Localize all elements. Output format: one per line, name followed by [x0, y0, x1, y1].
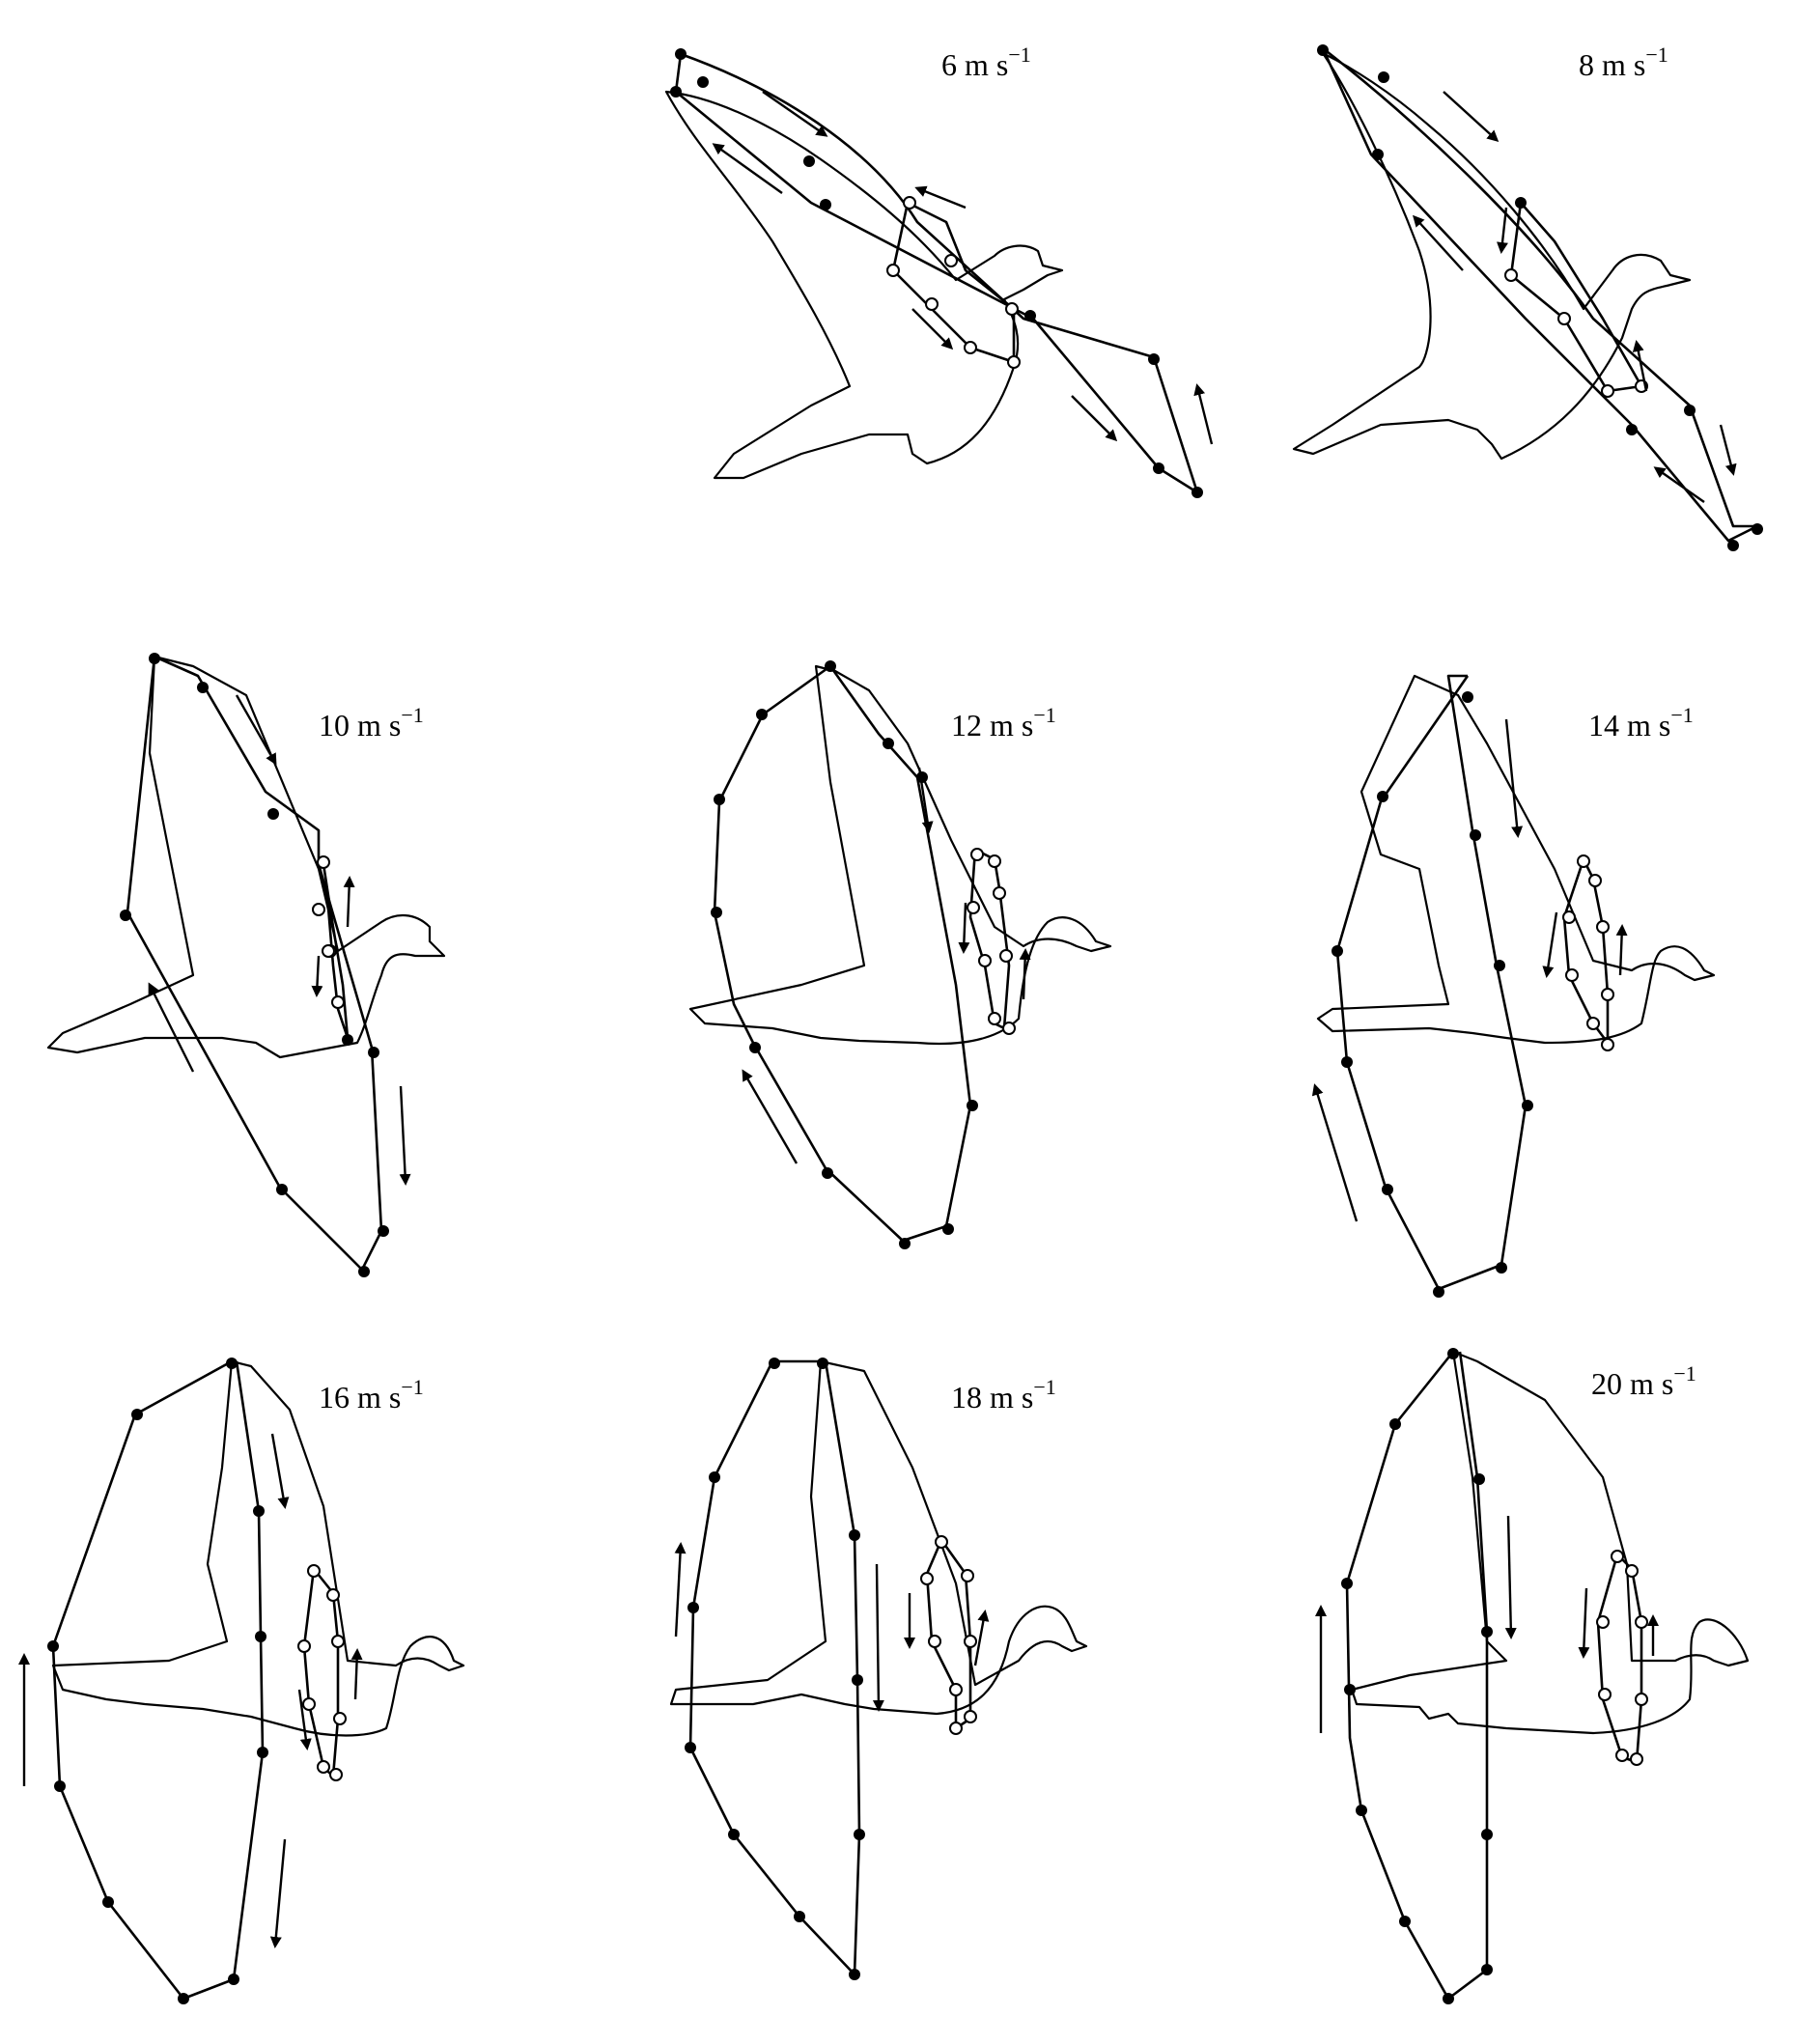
- panel-label-20ms: 20 m s−1: [1591, 1361, 1696, 1401]
- arrow-8ms-f: [1653, 466, 1705, 503]
- arrow-6ms-e: [1071, 395, 1118, 442]
- tip-markers-18ms: [685, 1358, 865, 1980]
- tip-markers-20ms: [1341, 1348, 1493, 2004]
- trajectory-wrist-6ms: [891, 201, 1016, 364]
- wrist-markers-16ms: [297, 1564, 347, 1781]
- trajectory-wrist-8ms: [1509, 202, 1643, 393]
- tip-markers-6ms: [670, 48, 1203, 498]
- panel-20ms: 20 m s−1: [1315, 1348, 1750, 2004]
- arrow-14ms-a: [1504, 718, 1524, 838]
- panel-label-6ms: 6 m s−1: [941, 42, 1031, 82]
- arrow-8ms-c: [1497, 207, 1508, 254]
- arrow-8ms-e: [1719, 424, 1737, 476]
- bird-outline-8ms: [1292, 51, 1692, 461]
- trajectory-wrist-10ms: [317, 863, 350, 1040]
- panel-label-18ms: 18 m s−1: [951, 1375, 1056, 1414]
- trajectory-wrist-18ms: [925, 1539, 972, 1730]
- arrow-12ms-d: [742, 1069, 799, 1164]
- panel-10ms: 10 m s−1: [46, 653, 446, 1277]
- trajectory-tip-18ms: [688, 1359, 861, 1976]
- arrow-16ms-a: [270, 1433, 290, 1509]
- arrow-6ms-b: [712, 143, 783, 194]
- tip-markers-10ms: [120, 653, 389, 1277]
- trajectory-tip-6ms: [674, 52, 1199, 494]
- arrow-10ms-e: [399, 1085, 411, 1186]
- arrow-10ms-a: [235, 694, 277, 766]
- tip-markers-14ms: [1331, 691, 1533, 1298]
- arrow-16ms-b: [350, 1648, 363, 1700]
- trajectory-tip-14ms: [1335, 674, 1528, 1291]
- arrow-6ms-c: [914, 185, 967, 210]
- bird-outline-10ms: [46, 655, 446, 1059]
- trajectory-tip-10ms: [126, 655, 383, 1272]
- wrist-markers-20ms: [1596, 1550, 1648, 1766]
- arrow-12ms-c: [1019, 948, 1031, 1000]
- wrist-markers-6ms: [886, 196, 1021, 369]
- bird-outline-14ms: [1316, 674, 1716, 1045]
- arrow-8ms-b: [1412, 214, 1464, 271]
- wrist-markers-12ms: [967, 848, 1016, 1035]
- arrow-20ms-b: [1504, 1515, 1517, 1639]
- arrow-8ms-a: [1443, 91, 1500, 143]
- bird-outline-18ms: [669, 1359, 1088, 1716]
- panel-16ms: 16 m s−1: [18, 1358, 465, 2004]
- arrow-10ms-b: [343, 876, 355, 928]
- arrow-14ms-c: [1615, 924, 1628, 976]
- panel-label-10ms: 10 m s−1: [319, 703, 424, 742]
- wrist-markers-14ms: [1562, 854, 1614, 1051]
- tip-markers-8ms: [1317, 44, 1763, 551]
- wrist-markers-10ms: [312, 855, 345, 1009]
- arrow-12ms-a: [917, 767, 934, 833]
- arrow-16ms-e: [269, 1838, 287, 1948]
- arrow-10ms-d: [148, 982, 195, 1073]
- bird-outline-16ms: [51, 1359, 465, 1737]
- panel-label-14ms: 14 m s−1: [1588, 703, 1694, 742]
- trajectory-wrist-12ms: [968, 848, 1011, 1030]
- arrow-14ms-d: [1311, 1083, 1359, 1222]
- tip-markers-12ms: [711, 660, 978, 1249]
- arrow-18ms-a: [674, 1542, 687, 1638]
- arrow-12ms-b: [958, 902, 970, 954]
- panel-8ms: 8 m s−1: [1292, 42, 1763, 551]
- tip-markers-16ms: [47, 1358, 268, 2004]
- arrow-20ms-c: [1578, 1587, 1590, 1659]
- arrow-6ms-f: [1193, 383, 1214, 445]
- arrow-8ms-d: [1632, 340, 1648, 392]
- bird-outline-12ms: [688, 664, 1112, 1045]
- panel-18ms: 18 m s−1: [669, 1358, 1088, 1980]
- arrow-18ms-d: [973, 1610, 990, 1666]
- bird-outline-20ms: [1350, 1350, 1750, 1735]
- trajectory-tip-8ms: [1321, 46, 1759, 543]
- trajectory-wrist-14ms: [1562, 858, 1610, 1045]
- trajectory-tip-16ms: [51, 1359, 265, 2001]
- panel-14ms: 14 m s−1: [1311, 674, 1716, 1298]
- arrow-6ms-a: [762, 91, 828, 137]
- panel-label-16ms: 16 m s−1: [319, 1375, 424, 1414]
- trajectory-tip-20ms: [1345, 1351, 1489, 2001]
- arrow-14ms-b: [1542, 911, 1558, 978]
- panel-6ms: 6 m s−1: [664, 42, 1214, 498]
- arrow-6ms-d: [911, 308, 954, 350]
- wrist-markers-18ms: [920, 1535, 977, 1735]
- panel-12ms: 12 m s−1: [688, 660, 1112, 1249]
- arrow-10ms-c: [311, 955, 323, 997]
- panel-label-8ms: 8 m s−1: [1579, 42, 1668, 82]
- arrow-16ms-c: [297, 1689, 312, 1750]
- trajectory-tip-12ms: [713, 664, 972, 1243]
- bird-outline-6ms: [664, 90, 1064, 480]
- arrow-18ms-b: [872, 1563, 884, 1712]
- wrist-markers-8ms: [1504, 268, 1648, 398]
- panel-label-12ms: 12 m s−1: [951, 703, 1056, 742]
